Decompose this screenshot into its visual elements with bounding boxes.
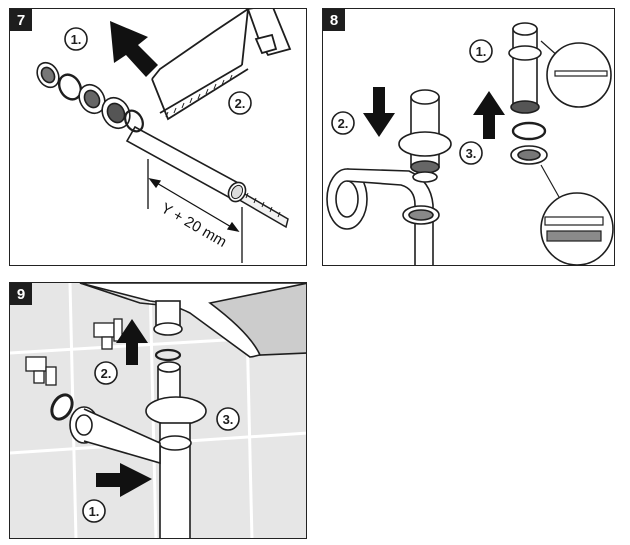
- hacksaw: [151, 9, 292, 121]
- dimension-label: Y + 20 mm: [158, 200, 229, 251]
- callout-1-label: 1.: [71, 32, 82, 47]
- angle-valve-lower: [25, 356, 57, 386]
- up-arrow: [116, 319, 148, 365]
- callout-1: [82, 499, 106, 523]
- callout-2: [94, 361, 118, 385]
- dip-tube-part: [398, 89, 452, 183]
- callout-2-label: 2.: [235, 96, 246, 111]
- detail-magnifier-bottom: [540, 164, 614, 265]
- wall-pipe: [326, 168, 440, 265]
- callout-1: [64, 27, 88, 51]
- step-8-panel: 8: [322, 8, 615, 266]
- callout-1-label: 1.: [89, 504, 100, 519]
- callout-3: [216, 407, 240, 431]
- callout-2-label: 2.: [101, 366, 112, 381]
- step-9-panel: 9: [9, 282, 307, 539]
- wall-drain-pipe: [69, 406, 161, 465]
- direction-arrow: [110, 21, 158, 77]
- callout-3-label: 3.: [223, 412, 234, 427]
- detail-magnifier-top: [540, 40, 612, 108]
- step-7-panel: 7: [9, 8, 307, 266]
- pipe: [125, 125, 247, 203]
- step-badge: 7: [10, 9, 32, 31]
- seal-ring: [50, 393, 74, 421]
- step-7-illustration: 1. 2. Y + 20 mm: [36, 9, 292, 263]
- step-8-illustration: 1. 2. 3.: [326, 22, 614, 265]
- callout-2: [228, 91, 252, 115]
- dimension-line: [147, 159, 243, 263]
- callout-2: [331, 111, 355, 135]
- step-badge: 8: [323, 9, 345, 31]
- step-9-illustration: 2. 3. 1.: [10, 283, 306, 538]
- up-arrow: [473, 91, 505, 139]
- nut-and-rings: [36, 61, 144, 133]
- step-badge: 9: [10, 283, 32, 305]
- callout-3: [459, 141, 483, 165]
- down-arrow: [363, 87, 395, 137]
- siphon: [145, 300, 207, 538]
- left-arrow: [96, 463, 152, 497]
- callout-1: [469, 39, 493, 63]
- angle-valve-upper: [93, 318, 123, 350]
- callout-2-label: 2.: [338, 116, 349, 131]
- upper-tube-part: [508, 22, 548, 165]
- callout-1-label: 1.: [476, 44, 487, 59]
- callout-3-label: 3.: [466, 146, 477, 161]
